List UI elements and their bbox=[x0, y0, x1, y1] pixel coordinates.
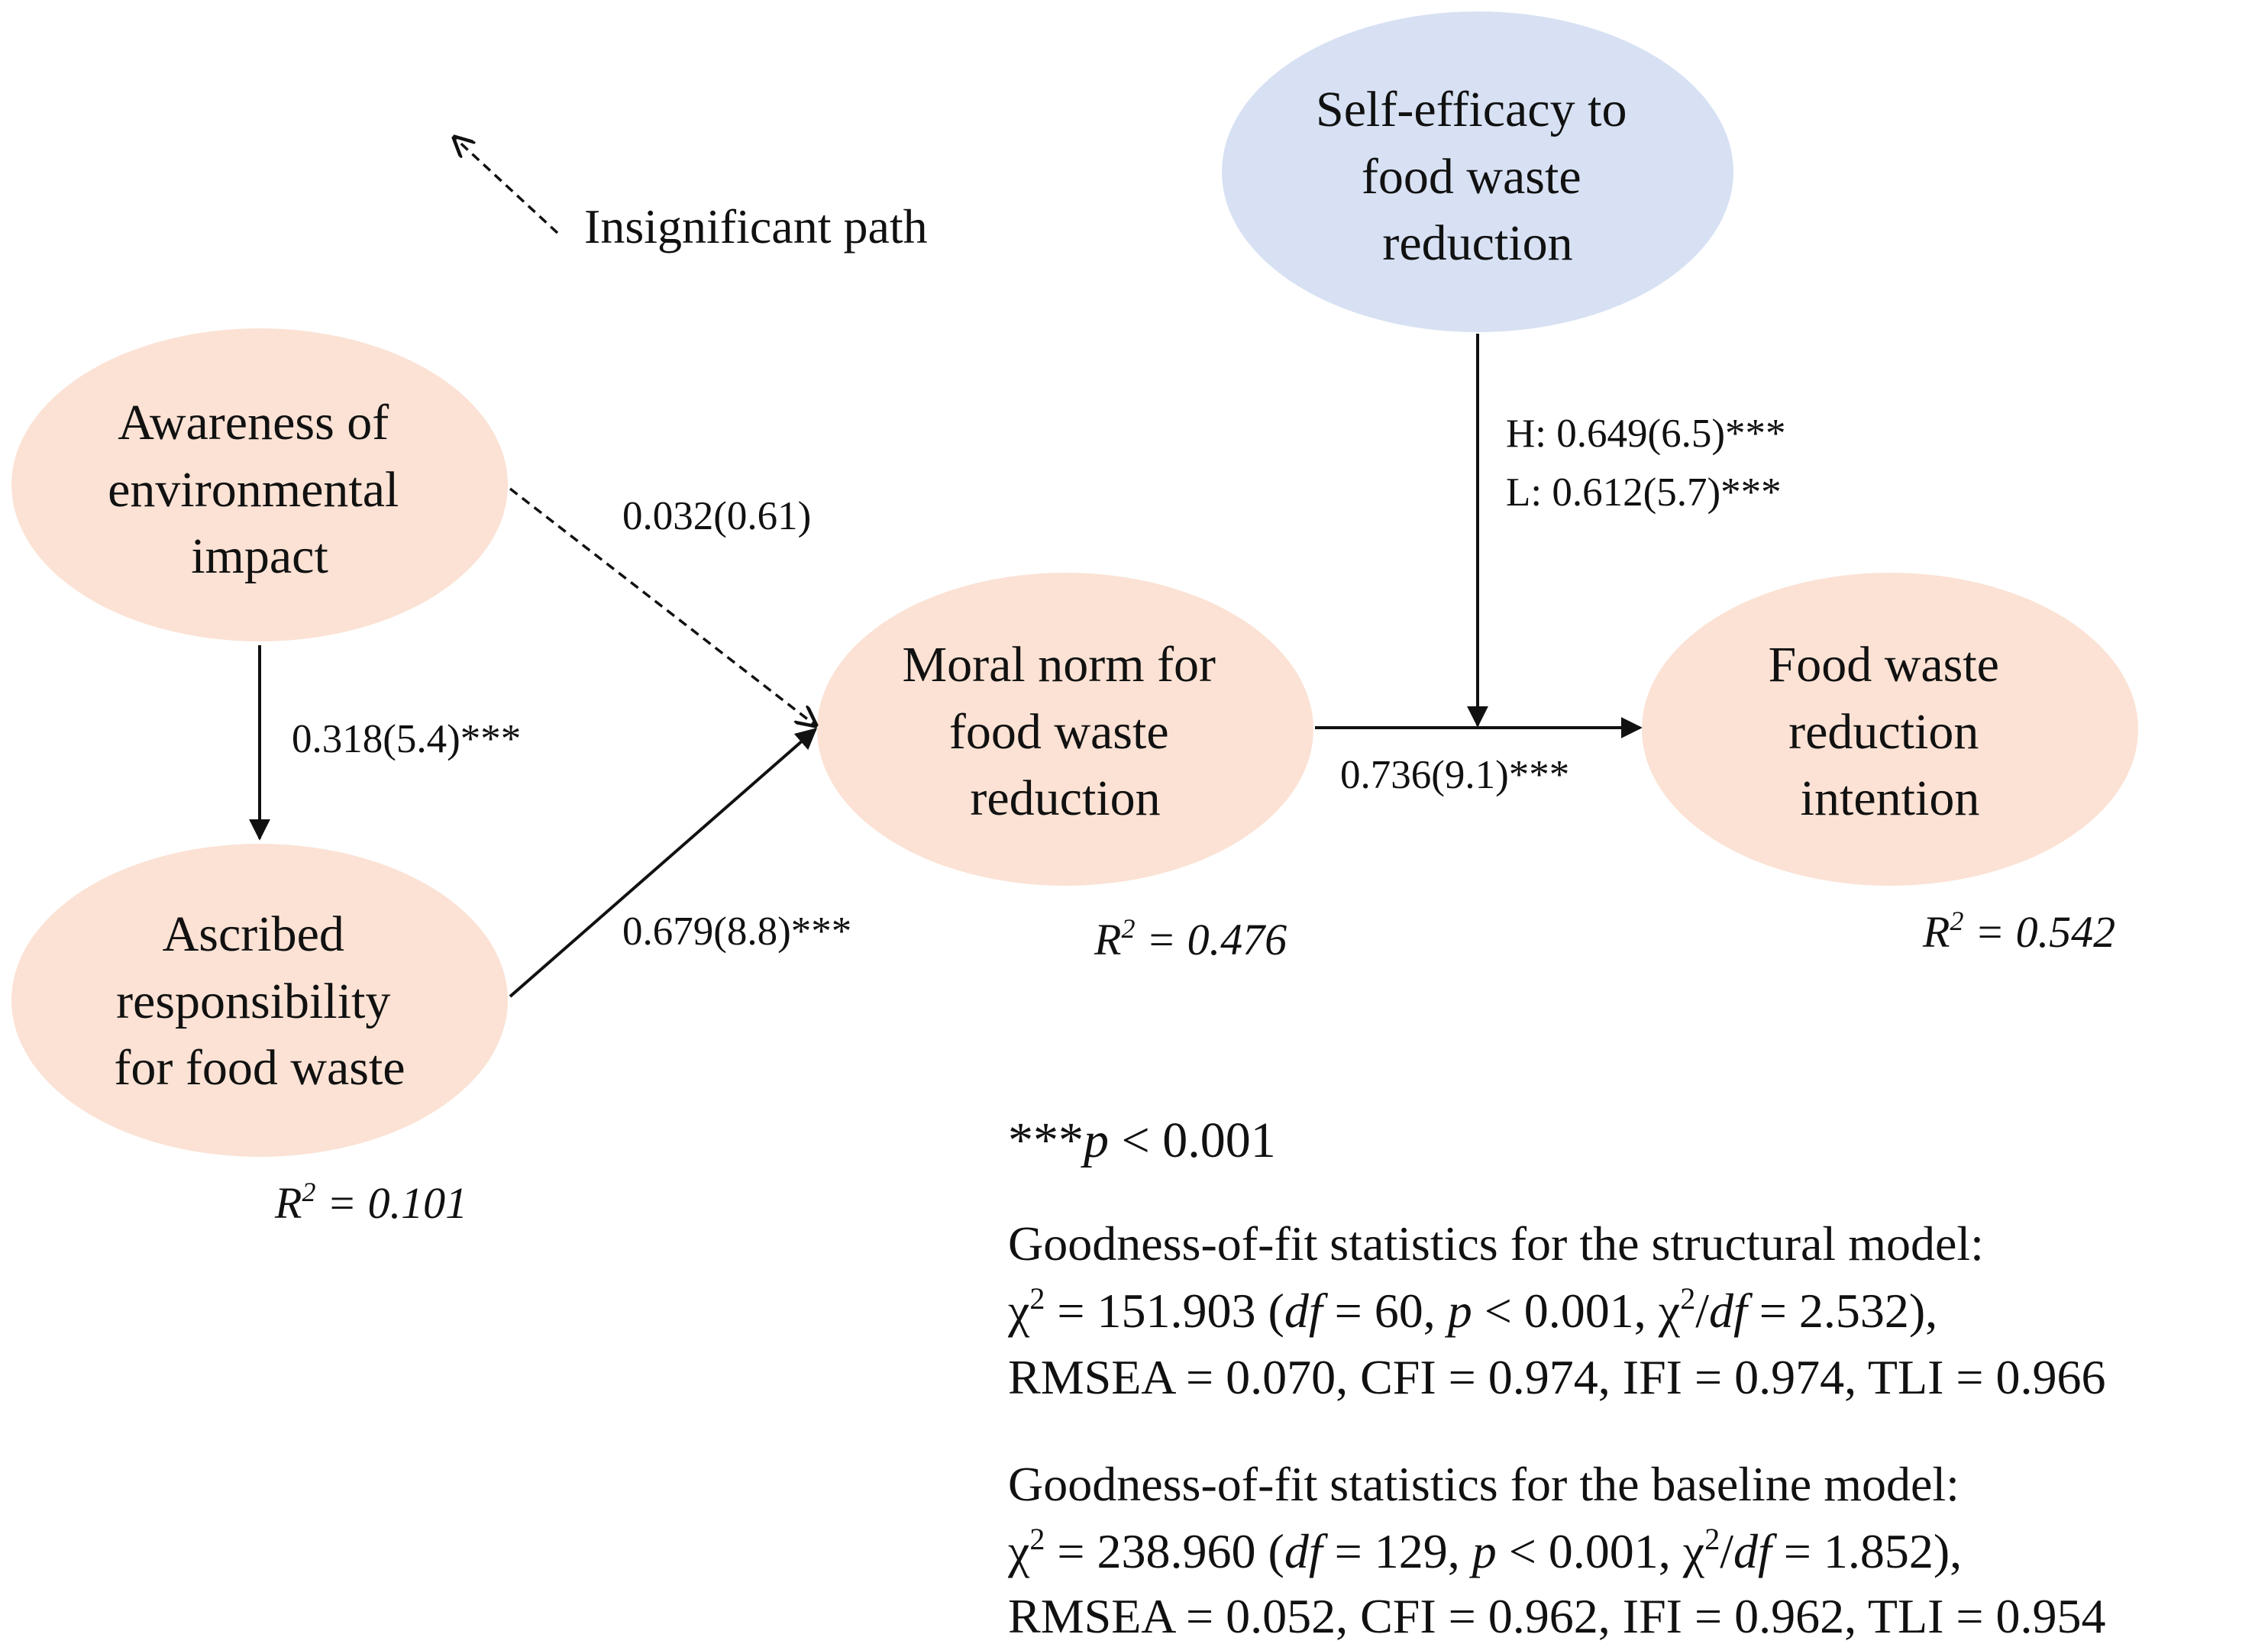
gof-structural: Goodness-of-fit statistics for the struc… bbox=[1007, 1216, 2106, 1404]
node-awareness-shape bbox=[11, 328, 508, 641]
node-ascribed-shape bbox=[11, 844, 508, 1157]
gof-structural-fit: RMSEA = 0.070, CFI = 0.974, IFI = 0.974,… bbox=[1008, 1350, 2106, 1404]
node-ascribed: Ascribed responsibility for food waste bbox=[11, 844, 508, 1157]
node-ascribed-label: Ascribed responsibility for food waste bbox=[114, 906, 405, 1096]
r2-intention: R2 = 0.542 bbox=[1922, 906, 2115, 957]
legend-dashed-arrow bbox=[454, 137, 559, 234]
edge-ascribed-to-moral bbox=[509, 728, 818, 998]
node-moral-norm-shape bbox=[817, 573, 1313, 886]
node-intention: Food waste reduction intention bbox=[1642, 573, 2138, 886]
legend-label: Insignificant path bbox=[584, 199, 928, 254]
path-label-ascribed-moral: 0.679(8.8)*** bbox=[622, 909, 851, 954]
node-moral-norm: Moral norm for food waste reduction bbox=[817, 573, 1313, 886]
node-self-efficacy-shape bbox=[1222, 11, 1733, 332]
gof-structural-chi: χ2 = 151.903 (df = 60, p < 0.001, χ2/df … bbox=[1007, 1281, 1937, 1338]
gof-baseline-chi: χ2 = 238.960 (df = 129, p < 0.001, χ2/df… bbox=[1007, 1522, 1962, 1578]
node-awareness: Awareness of environmental impact bbox=[11, 328, 508, 641]
path-label-awareness-ascribed: 0.318(5.4)*** bbox=[292, 717, 521, 761]
path-label-awareness-moral: 0.032(0.61) bbox=[622, 494, 811, 538]
node-self-efficacy-label: Self-efficacy to food waste reduction bbox=[1316, 82, 1640, 271]
node-moral-norm-label: Moral norm for food waste reduction bbox=[902, 637, 1228, 826]
path-label-moderation-low: L: 0.612(5.7)*** bbox=[1506, 470, 1782, 515]
node-awareness-label: Awareness of environmental impact bbox=[108, 395, 412, 584]
significance-note: ***p < 0.001 bbox=[1008, 1113, 1276, 1168]
gof-baseline: Goodness-of-fit statistics for the basel… bbox=[1007, 1457, 2106, 1643]
path-label-moderation-high: H: 0.649(6.5)*** bbox=[1506, 412, 1786, 456]
gof-baseline-title: Goodness-of-fit statistics for the basel… bbox=[1008, 1457, 1959, 1511]
node-self-efficacy: Self-efficacy to food waste reduction bbox=[1222, 11, 1733, 332]
gof-structural-title: Goodness-of-fit statistics for the struc… bbox=[1008, 1216, 1984, 1271]
node-intention-shape bbox=[1642, 573, 2138, 886]
gof-baseline-fit: RMSEA = 0.052, CFI = 0.962, IFI = 0.962,… bbox=[1008, 1589, 2106, 1643]
r2-ascribed: R2 = 0.101 bbox=[274, 1177, 467, 1228]
edge-awareness-to-moral bbox=[509, 487, 816, 725]
path-label-moral-intention: 0.736(9.1)*** bbox=[1340, 753, 1569, 797]
r2-moral: R2 = 0.476 bbox=[1094, 913, 1287, 964]
node-intention-label: Food waste reduction intention bbox=[1769, 637, 2012, 826]
